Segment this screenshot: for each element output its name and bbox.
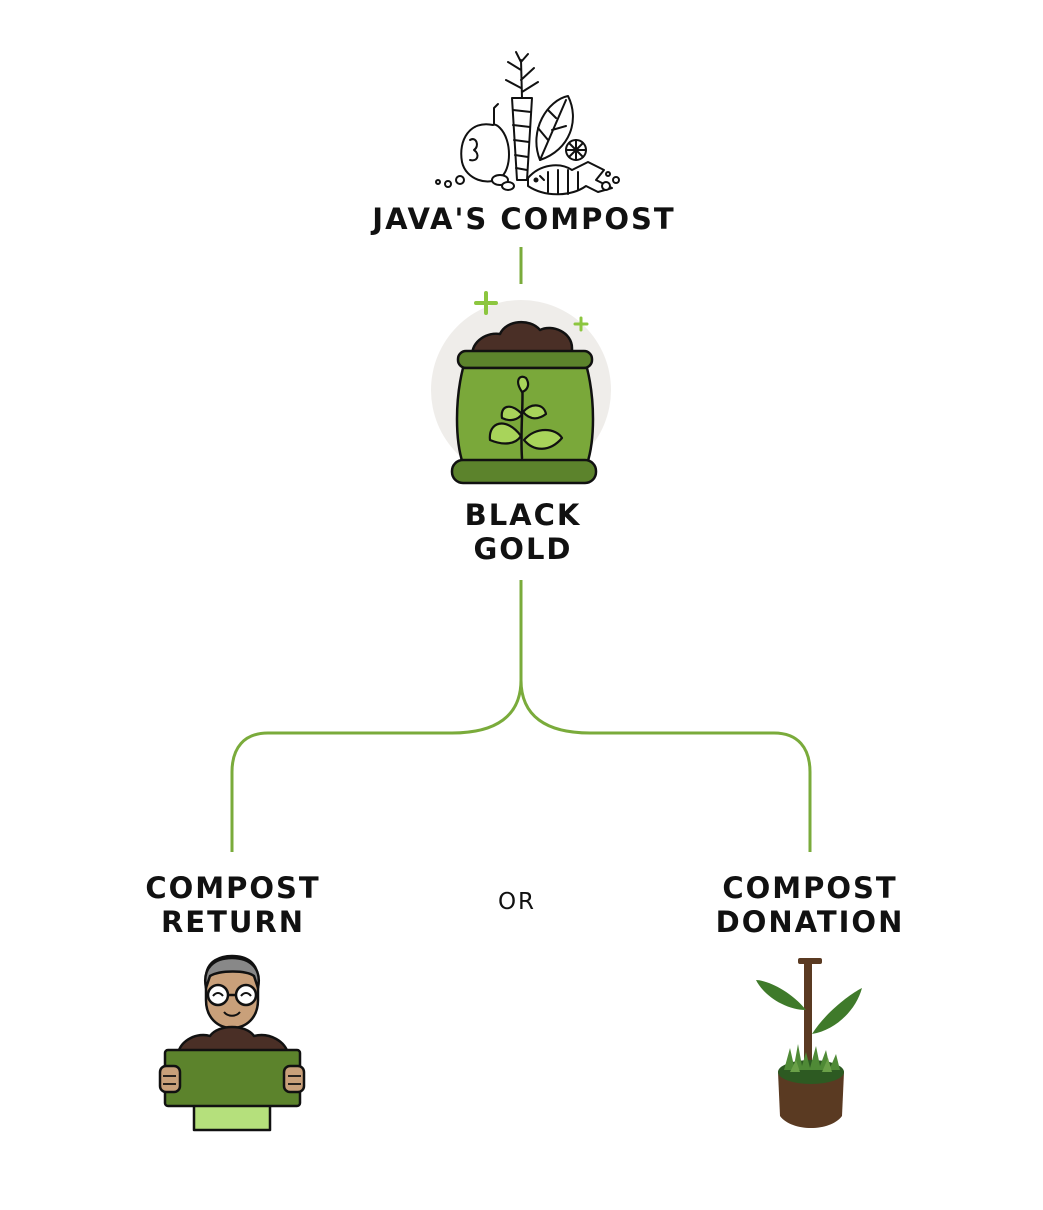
food-scraps-icon xyxy=(435,51,620,196)
option-right-label-line1: COMPOST xyxy=(722,871,897,905)
option-left-label-line1: COMPOST xyxy=(145,871,320,905)
edge-product-to-option-left xyxy=(230,580,523,852)
seedling-in-soil-icon xyxy=(756,958,862,1128)
connector-word: OR xyxy=(498,889,536,915)
product-label-line1: BLACK xyxy=(465,498,582,532)
compost-bag-icon xyxy=(431,291,611,485)
product-label-line2: GOLD xyxy=(473,532,572,566)
option-right-label-line2: DONATION xyxy=(716,905,905,939)
person-holding-compost-icon xyxy=(158,954,306,1132)
source-label: JAVA'S COMPOST xyxy=(370,202,675,236)
edge-product-to-option-right xyxy=(519,679,812,852)
option-left-label-line2: RETURN xyxy=(161,905,305,939)
